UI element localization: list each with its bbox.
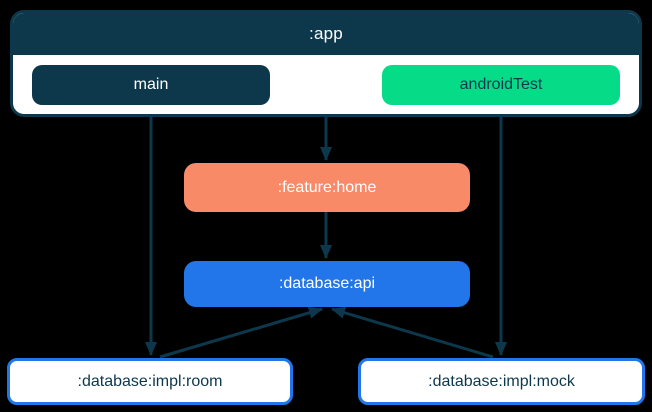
source-set-main: main: [32, 64, 270, 105]
node-feature-home-label: :feature:home: [277, 178, 377, 196]
edge-database-impl-room-to-database-api: [159, 306, 323, 359]
app-module-header: :app: [13, 13, 639, 55]
node-database-impl-room-label: :database:impl:room: [77, 372, 223, 390]
node-app-module: :app main androidTest: [10, 10, 642, 117]
node-database-impl-mock-label: :database:impl:mock: [428, 372, 575, 390]
node-database-impl-mock: :database:impl:mock: [358, 358, 645, 405]
source-set-main-label: main: [133, 75, 169, 93]
node-database-impl-room: :database:impl:room: [7, 358, 293, 405]
source-set-androidtest: androidTest: [382, 64, 620, 105]
app-module-label: :app: [309, 24, 343, 43]
node-database-api: :database:api: [184, 261, 470, 307]
app-module-body: main androidTest: [13, 55, 639, 114]
node-feature-home: :feature:home: [184, 163, 470, 212]
node-database-api-label: :database:api: [278, 275, 376, 292]
source-set-androidtest-label: androidTest: [459, 75, 543, 93]
edge-database-impl-mock-to-database-api: [331, 306, 494, 359]
